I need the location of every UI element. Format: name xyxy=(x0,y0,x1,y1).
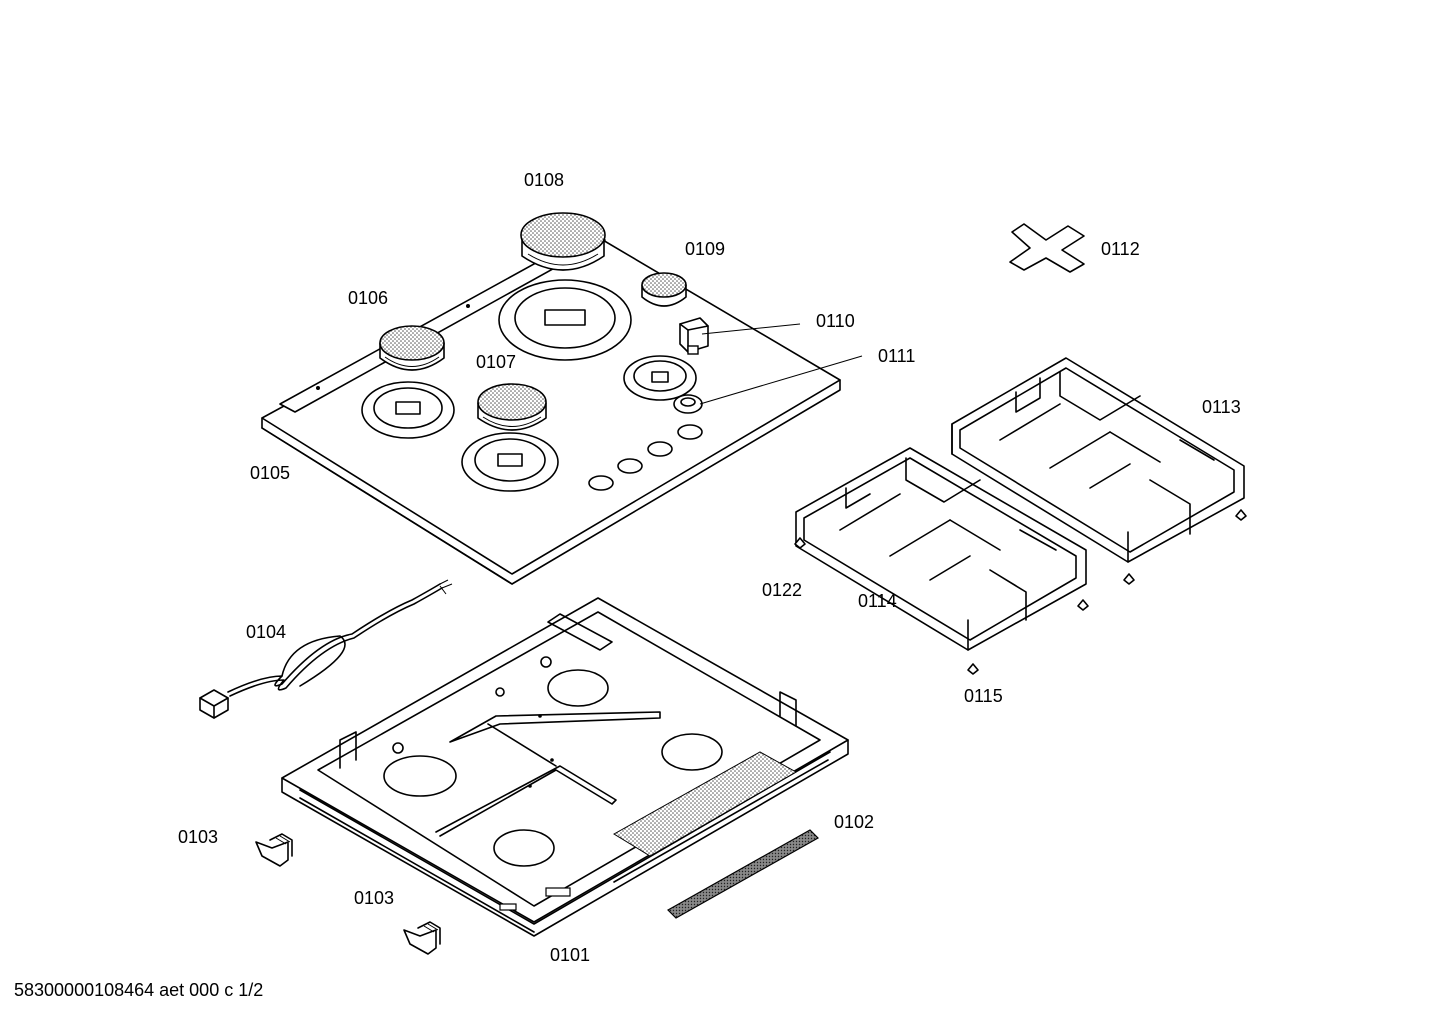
document-reference: 58300000108464 aet 000 c 1/2 xyxy=(14,980,264,1000)
pan-support-rear xyxy=(951,357,1245,563)
knob-ring xyxy=(673,394,703,414)
label-0109: 0109 xyxy=(685,239,725,259)
label-0115: 0115 xyxy=(964,686,1003,706)
hob-top-plate xyxy=(261,231,841,585)
power-cable xyxy=(199,579,453,719)
label-0103-lower: 0103 xyxy=(354,888,394,908)
pan-support-front xyxy=(795,447,1087,651)
label-0111: 0111 xyxy=(878,346,915,366)
burner-recess-front xyxy=(461,432,559,492)
burner-recess-right xyxy=(623,355,697,401)
label-0114: 0114 xyxy=(858,591,897,611)
label-0122: 0122 xyxy=(762,580,802,600)
burner-cap-small xyxy=(641,272,687,307)
burner-cap-front xyxy=(477,383,547,431)
rubber-feet xyxy=(794,509,1247,675)
label-0104: 0104 xyxy=(246,622,286,642)
control-knob xyxy=(679,317,709,355)
label-0107: 0107 xyxy=(476,352,516,372)
mounting-clip-lower xyxy=(403,921,441,955)
label-0102: 0102 xyxy=(834,812,874,832)
bottom-tray xyxy=(281,597,849,937)
burner-cap-large xyxy=(520,212,606,271)
burner-recess-large xyxy=(498,279,632,361)
label-0106: 0106 xyxy=(348,288,388,308)
leader-lines xyxy=(699,323,863,405)
label-0101: 0101 xyxy=(550,945,590,965)
seal-strip xyxy=(667,829,819,919)
label-0110: 0110 xyxy=(816,311,855,331)
burner-recess-left xyxy=(361,381,455,439)
burner-cap-left xyxy=(379,325,445,371)
label-0103-upper: 0103 xyxy=(178,827,218,847)
knob-holes xyxy=(588,424,703,491)
label-0113: 0113 xyxy=(1202,397,1241,417)
mounting-clip-upper xyxy=(255,833,293,867)
wok-pan-support xyxy=(1009,223,1085,273)
label-0112: 0112 xyxy=(1101,239,1140,259)
label-0105: 0105 xyxy=(250,463,290,483)
label-0108: 0108 xyxy=(524,170,564,190)
